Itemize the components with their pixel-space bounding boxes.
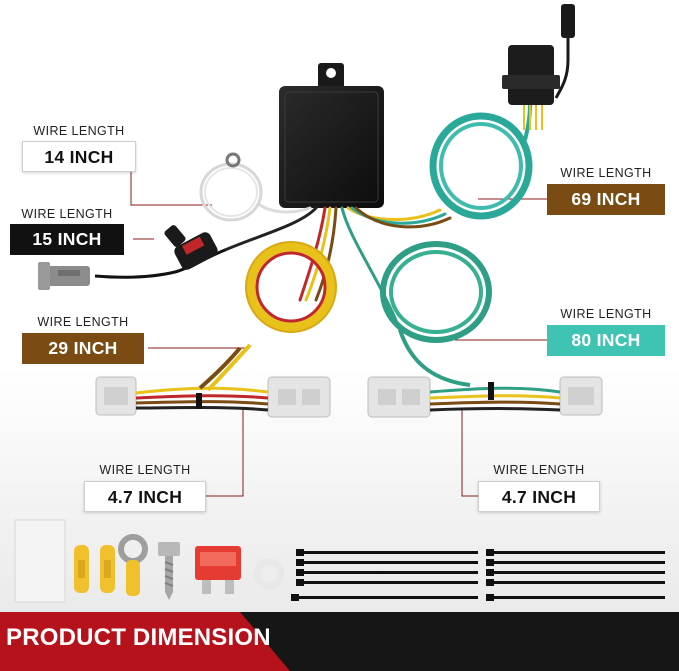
- blade-fuse-icon: [195, 546, 241, 594]
- butt-connector-icon: [74, 545, 115, 593]
- wire-length-caption: WIRE LENGTH: [560, 166, 652, 180]
- washer-icon: [253, 558, 285, 590]
- t-connector-icon: [367, 376, 603, 418]
- wire-length-value: 4.7 INCH: [478, 481, 600, 512]
- leader-lines: [130, 172, 547, 497]
- adhesive-pad-icon: [14, 519, 66, 603]
- self-tapping-screw-icon: [158, 542, 180, 600]
- wire-length-caption: WIRE LENGTH: [99, 463, 191, 477]
- wire-length-caption: WIRE LENGTH: [21, 207, 113, 221]
- wire-length-value: 69 INCH: [547, 184, 665, 215]
- four-pin-flat-connector-icon: [502, 4, 575, 130]
- t-connector-icon: [95, 343, 331, 418]
- wire-length-caption: WIRE LENGTH: [33, 124, 125, 138]
- wire-length-caption: WIRE LENGTH: [493, 463, 585, 477]
- wire-length-caption: WIRE LENGTH: [37, 315, 129, 329]
- fuse-holder-icon: [94, 225, 226, 279]
- white-wire-coil: [199, 152, 263, 222]
- wire-length-value: 4.7 INCH: [84, 481, 206, 512]
- yellow-red-coil: [245, 241, 337, 333]
- wire-length-value: 14 INCH: [22, 141, 136, 172]
- wire-length-caption: WIRE LENGTH: [560, 307, 652, 321]
- four-pin-plug-icon: [38, 262, 90, 290]
- wire-length-value: 80 INCH: [547, 325, 665, 356]
- banner-title: PRODUCT DIMENSION: [6, 624, 271, 651]
- wire-length-value: 29 INCH: [22, 333, 144, 364]
- banner-background: [0, 612, 679, 671]
- cable-tie-icon: [291, 549, 665, 601]
- green-coil-80: [380, 241, 492, 387]
- control-module-icon: [279, 63, 384, 208]
- ring-terminal-icon: [118, 534, 148, 596]
- wire-length-value: 15 INCH: [10, 224, 124, 255]
